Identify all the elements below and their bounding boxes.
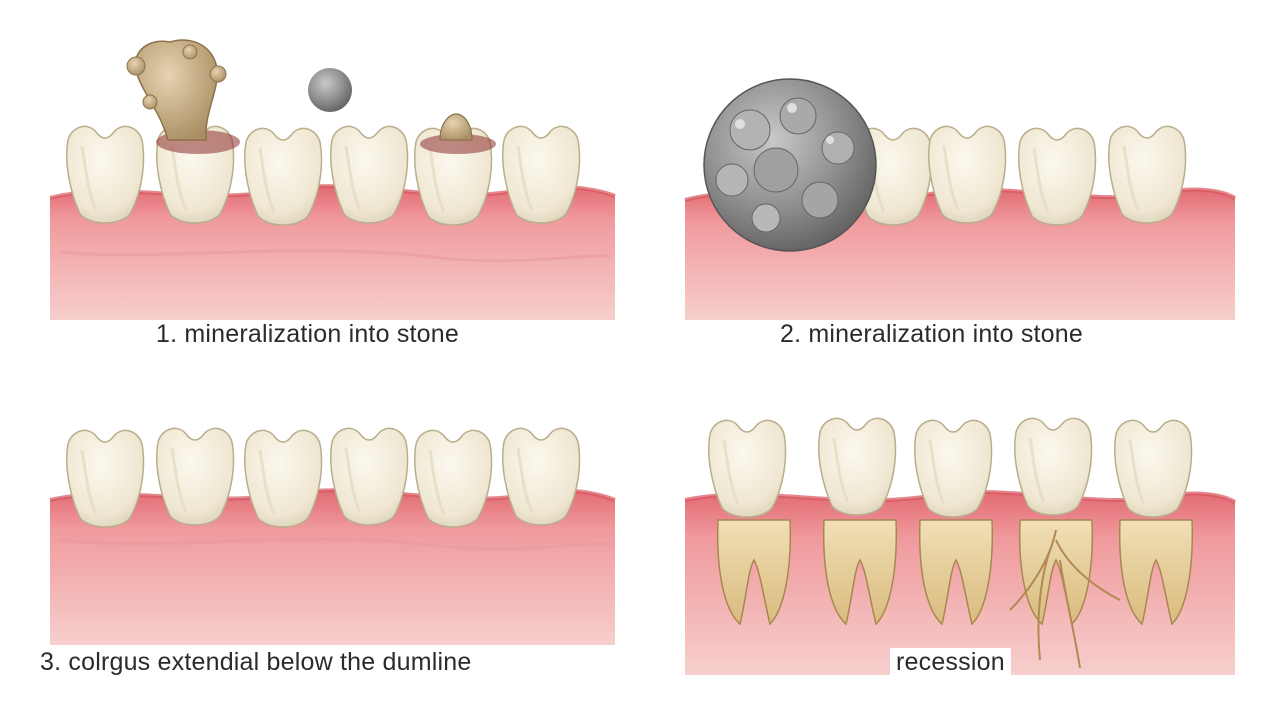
tooth — [413, 428, 493, 529]
tooth — [243, 428, 323, 529]
panel-caption: 1. mineralization into stone — [156, 320, 459, 348]
panel-tartar: 2. mineralization into stone — [680, 30, 1240, 370]
subgingival-illustration — [49, 426, 616, 645]
gum-tissue — [50, 490, 615, 645]
tooth — [913, 418, 993, 519]
tooth — [927, 124, 1007, 225]
tooth — [1107, 124, 1187, 225]
tooth — [329, 426, 409, 527]
tooth — [707, 418, 787, 519]
tooth — [1013, 416, 1093, 517]
tooth — [1113, 418, 1193, 519]
panel-caption: 2. mineralization into stone — [780, 320, 1083, 348]
tooth — [817, 416, 897, 517]
panel-subgingival: 3. colrgus extendial below the dumline — [40, 410, 620, 700]
tooth — [65, 124, 145, 225]
tooth — [1017, 126, 1097, 227]
calculus-particle — [308, 68, 352, 112]
panel-caption: recession — [890, 648, 1011, 677]
gum-tissue — [685, 491, 1235, 675]
tooth — [501, 426, 581, 527]
tooth — [243, 126, 323, 227]
plaque-deposit — [439, 113, 473, 141]
tooth — [329, 124, 409, 225]
tartar-illustration — [684, 78, 1237, 320]
plaque-illustration — [49, 39, 616, 320]
calculus-stone — [703, 78, 877, 252]
tooth-roots — [716, 519, 1194, 669]
tooth — [501, 124, 581, 225]
tooth — [155, 426, 235, 527]
panel-recession: recession — [680, 410, 1240, 700]
panel-caption: 3. colrgus extendial below the dumline — [40, 648, 472, 676]
plaque-deposit — [126, 39, 227, 141]
recession-illustration — [684, 416, 1237, 675]
panel-plaque: 1. mineralization into stone — [40, 30, 620, 370]
tooth — [65, 428, 145, 529]
